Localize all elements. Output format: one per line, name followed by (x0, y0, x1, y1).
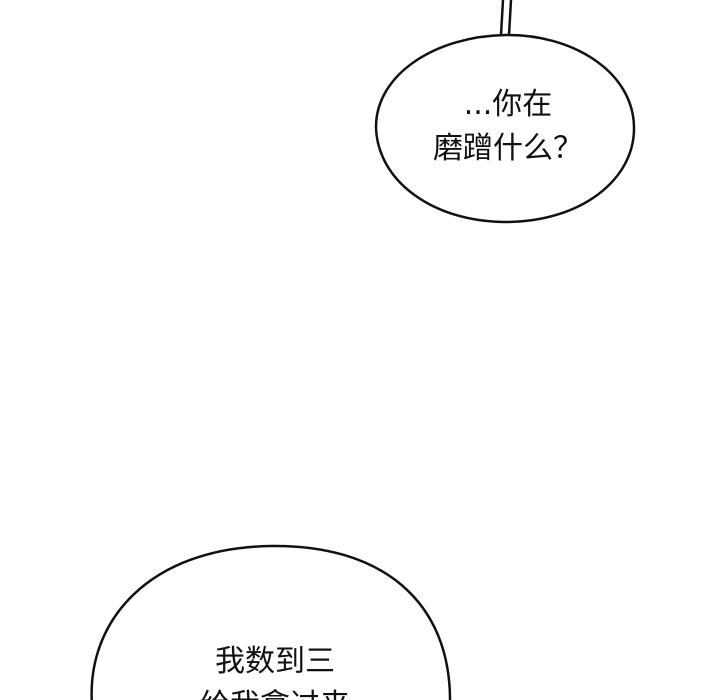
dialogue-line: 磨蹭什么？ (433, 131, 583, 166)
speech-bubble-text-top: ...你在 磨蹭什么？ (412, 83, 604, 171)
dialogue-line: ...你在 (463, 87, 553, 122)
speech-bubble-top (374, 33, 636, 224)
speech-bubble-bottom (90, 544, 452, 700)
dialogue-line: 给我拿过来 (160, 684, 390, 700)
speech-bubble-text-bottom: 我数到三 给我拿过来 (160, 640, 390, 700)
speech-bubble-tail (499, 0, 513, 37)
dialogue-line: 我数到三 (215, 644, 335, 679)
